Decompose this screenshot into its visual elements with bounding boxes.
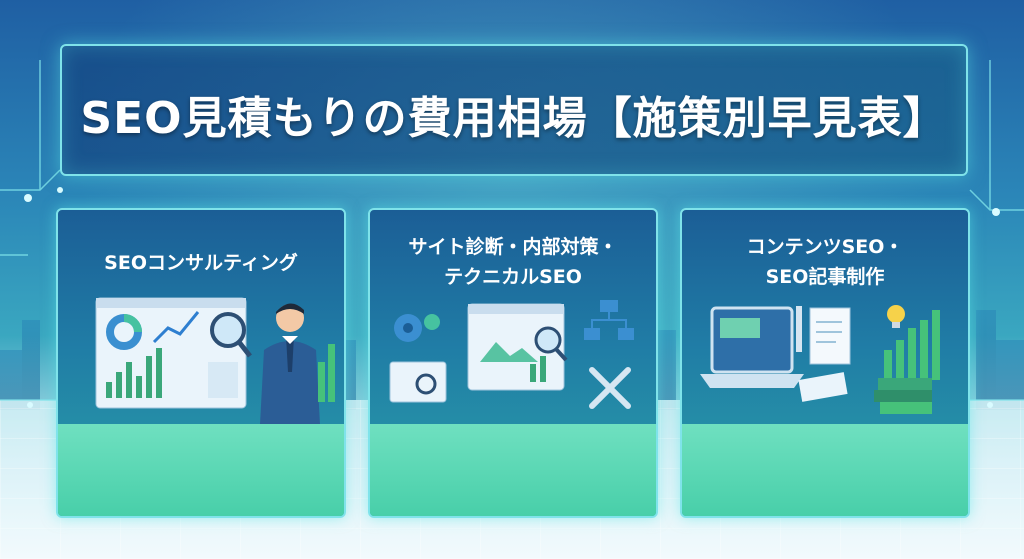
lightbulb-icon [887,305,905,328]
card-content-seo[interactable]: コンテンツSEO・ SEO記事制作 [680,208,970,518]
card-bottom-band [682,424,968,516]
analytics-dashboard-icon [95,297,247,409]
card-title-line: テクニカルSEO [444,266,582,288]
site-audit-illustration [389,300,634,409]
consulting-illustration [95,297,335,424]
card-title-line: SEOコンサルティング [104,252,298,274]
magnifier-icon [534,326,568,362]
card-title: SEOコンサルティング [58,248,344,278]
document-icon [798,307,851,402]
bar-chart-icon [884,310,940,380]
card-title: コンテンツSEO・ SEO記事制作 [682,232,968,292]
laptop-icon [700,306,804,388]
card-title: サイト診断・内部対策・ テクニカルSEO [370,232,656,292]
card-bottom-band [58,424,344,516]
website-window-icon [467,303,565,391]
city-skyline [0,300,1024,410]
title-banner: SEO見積もりの費用相場【施策別早見表】 [60,44,968,176]
content-seo-illustration [700,305,940,414]
sitemap-icon [584,300,634,340]
page-title: SEO見積もりの費用相場【施策別早見表】 [80,93,948,144]
card-site-audit[interactable]: サイト診断・内部対策・ テクニカルSEO [368,208,658,518]
pen-icon [796,306,802,352]
card-title-line: サイト診断・内部対策・ [408,236,618,258]
search-window-icon [389,361,447,403]
card-title-line: コンテンツSEO・ [746,236,904,258]
wrench-screwdriver-icon [589,367,631,409]
consultant-person-icon [260,303,320,424]
books-icon [874,378,932,414]
magnifier-icon [210,312,252,358]
card-title-line: SEO記事制作 [765,266,885,288]
rising-bar-chart-icon [318,344,335,402]
card-seo-consulting[interactable]: SEOコンサルティング [56,208,346,518]
gear-icon [394,314,440,342]
card-bottom-band [370,424,656,516]
